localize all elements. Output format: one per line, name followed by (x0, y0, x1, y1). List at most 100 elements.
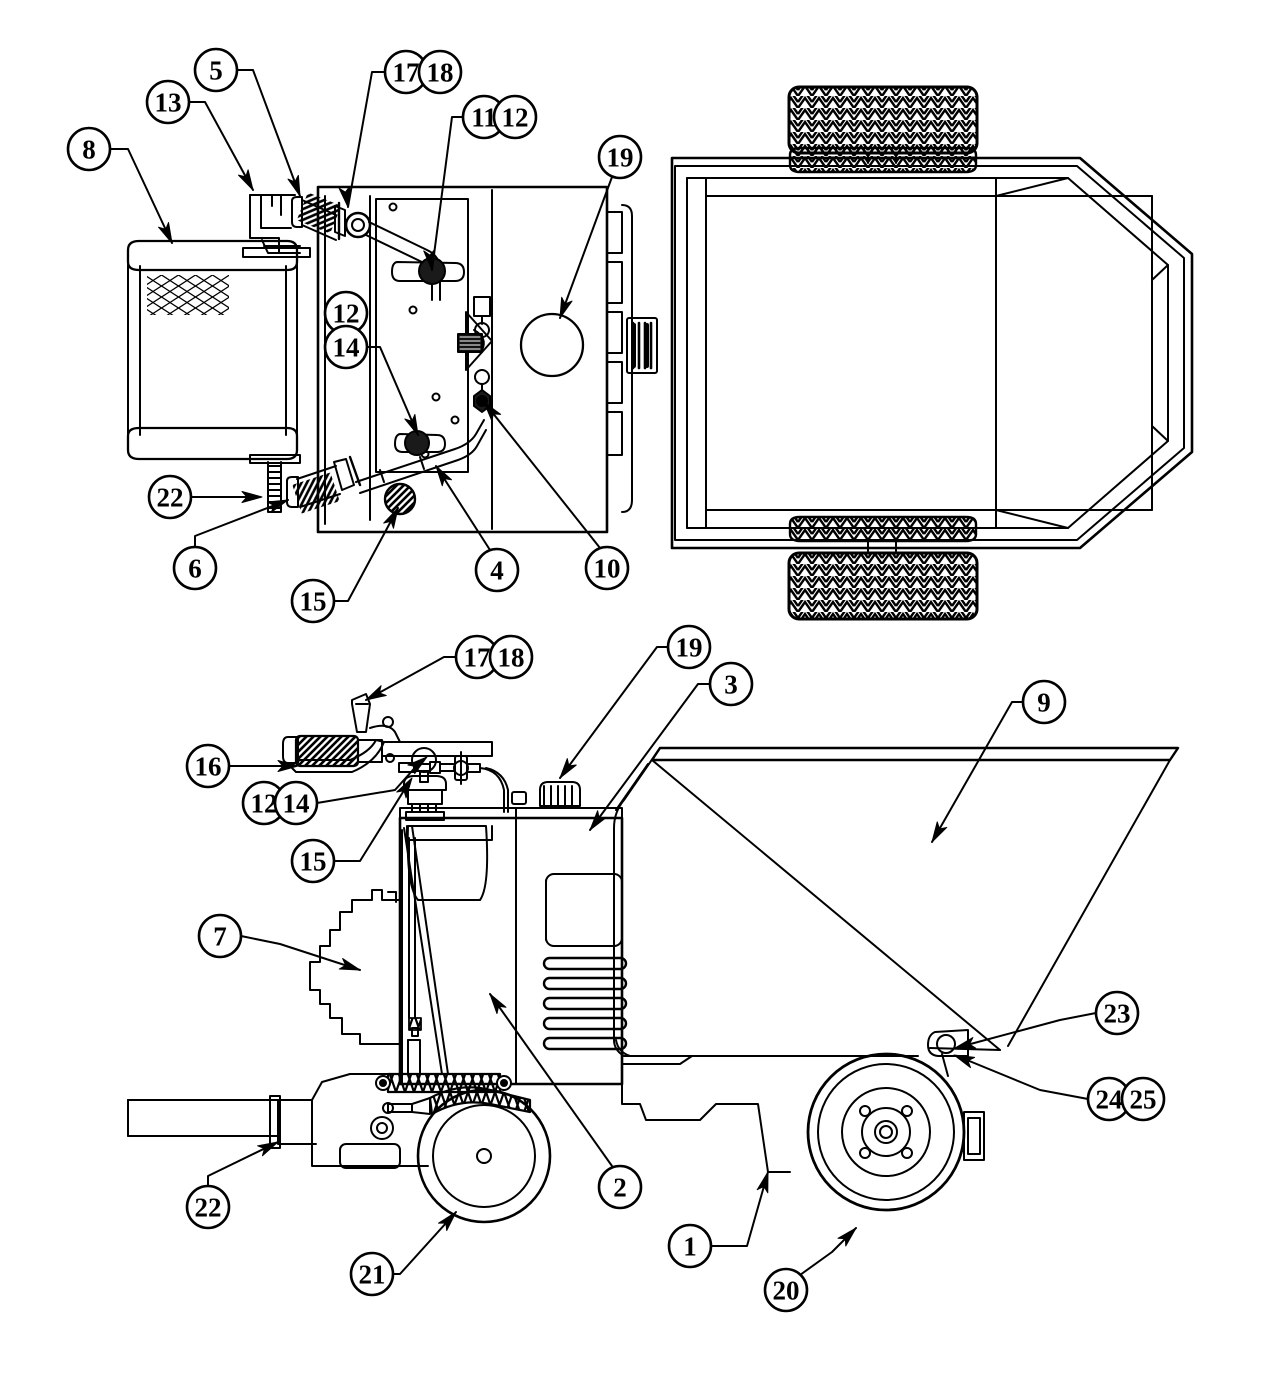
callout-balloon[interactable] (492, 94, 538, 140)
callout-9-c9[interactable]: 9 (927, 679, 1067, 845)
callout-22-c22b[interactable]: 22 (185, 1137, 280, 1230)
leader-line (347, 71, 386, 208)
leader-line (188, 101, 254, 191)
callout-balloon[interactable] (597, 134, 643, 180)
callout-balloon[interactable] (147, 474, 193, 520)
callout-balloon[interactable] (1094, 990, 1140, 1036)
callout-17-c17a[interactable]: 17 (338, 49, 429, 208)
callout-14-c14a[interactable]: 14 (323, 324, 423, 437)
leader-arrowhead (589, 810, 607, 831)
callout-1-c1[interactable]: 1 (667, 1170, 773, 1269)
callout-10-c10[interactable]: 10 (480, 399, 630, 591)
chassis-frame (127, 1073, 791, 1173)
leader-arrowhead (837, 1227, 857, 1247)
callout-23-c23[interactable]: 23 (954, 990, 1140, 1053)
callout-balloon[interactable] (667, 1223, 713, 1269)
callout-balloon[interactable] (197, 913, 243, 959)
leader-line (392, 1211, 457, 1275)
callout-16-c16[interactable]: 16 (185, 743, 299, 789)
callout-number: 12 (251, 789, 278, 819)
callout-19-c19a[interactable]: 19 (555, 134, 643, 320)
callout-number: 3 (724, 670, 738, 700)
leader-arrowhead (237, 169, 254, 191)
callout-balloon[interactable] (273, 780, 319, 826)
callout-balloon[interactable] (349, 1251, 395, 1297)
callout-24-c24[interactable]: 24 (952, 1050, 1132, 1122)
callout-18-c18a[interactable]: 18 (417, 49, 463, 95)
callout-17-c17b[interactable]: 17 (363, 634, 500, 705)
leader-arrowhead (559, 758, 577, 779)
hopper-mount-bracket (242, 194, 311, 258)
callout-8-c8[interactable]: 8 (66, 126, 177, 245)
callout-balloon[interactable] (666, 624, 712, 670)
callout-15-c15b[interactable]: 15 (290, 775, 417, 884)
callout-15-c15a[interactable]: 15 (290, 505, 403, 624)
callout-5-c5[interactable]: 5 (193, 47, 305, 198)
callout-balloon[interactable] (584, 545, 630, 591)
callout-21-c21[interactable]: 21 (349, 1208, 460, 1297)
callout-7-c7[interactable]: 7 (197, 913, 362, 975)
leader-arrowhead (931, 821, 948, 843)
leader-arrowhead (483, 401, 502, 422)
callout-number: 4 (490, 556, 504, 586)
callout-19-c19b[interactable]: 19 (556, 624, 712, 781)
callout-number: 10 (594, 554, 621, 584)
callout-number: 1 (683, 1232, 697, 1262)
leader-arrowhead (277, 760, 299, 772)
callout-number: 14 (283, 789, 310, 819)
callout-balloon[interactable] (185, 743, 231, 789)
leader-arrowhead (438, 1211, 457, 1232)
leader-line (366, 346, 419, 436)
machine-body-side (398, 781, 628, 1086)
leader-line (333, 507, 399, 602)
callout-balloon[interactable] (290, 838, 336, 884)
leader-arrowhead (396, 777, 413, 799)
callout-number: 12 (502, 103, 529, 133)
callout-13-c13[interactable]: 13 (145, 79, 258, 193)
callout-balloon[interactable] (488, 634, 534, 680)
leader-arrowhead (435, 465, 453, 487)
callout-number: 20 (773, 1276, 800, 1306)
callout-12-c12b[interactable]: 12 (323, 290, 369, 336)
callout-balloon[interactable] (193, 47, 239, 93)
callout-number: 11 (471, 103, 497, 133)
callout-balloon[interactable] (290, 578, 336, 624)
callout-20-c20[interactable]: 20 (763, 1224, 860, 1313)
callout-number: 15 (300, 847, 327, 877)
callout-balloon[interactable] (763, 1267, 809, 1313)
callout-number: 25 (1130, 1085, 1157, 1115)
callout-11-c11[interactable]: 11 (423, 94, 507, 271)
side-rib-panel (606, 204, 658, 513)
leader-line (962, 1012, 1097, 1047)
callout-22-c22a[interactable]: 22 (147, 474, 263, 520)
callout-balloon[interactable] (145, 79, 191, 125)
callout-balloon[interactable] (185, 1184, 231, 1230)
callout-balloon[interactable] (1120, 1076, 1166, 1122)
callout-25-c25[interactable]: 25 (1120, 1076, 1166, 1122)
callout-balloon[interactable] (597, 1164, 643, 1210)
callout-3-c3[interactable]: 3 (586, 661, 754, 833)
tire-bottom (787, 515, 979, 621)
callout-number: 16 (195, 752, 222, 782)
callout-balloon[interactable] (323, 324, 369, 370)
leader-arrowhead (241, 491, 263, 503)
callout-12-c12c[interactable]: 12 (241, 780, 287, 826)
callout-balloon[interactable] (708, 661, 754, 707)
callout-balloon[interactable] (417, 49, 463, 95)
callout-balloon[interactable] (66, 126, 112, 172)
callout-12-c12a[interactable]: 12 (492, 94, 538, 140)
leader-line (559, 646, 669, 779)
callout-balloon[interactable] (1021, 679, 1067, 725)
engine-side (309, 889, 401, 1045)
callout-14-c14b[interactable]: 14 (273, 753, 430, 826)
callout-6-c6[interactable]: 6 (172, 495, 290, 591)
callout-balloon[interactable] (172, 545, 218, 591)
callout-2-c2[interactable]: 2 (485, 991, 643, 1210)
callout-number: 6 (188, 554, 202, 584)
leader-arrowhead (756, 1171, 769, 1194)
callout-balloon[interactable] (474, 547, 520, 593)
leader-line (559, 176, 613, 319)
callout-4-c4[interactable]: 4 (431, 463, 520, 593)
callout-18-c18b[interactable]: 18 (488, 634, 534, 680)
